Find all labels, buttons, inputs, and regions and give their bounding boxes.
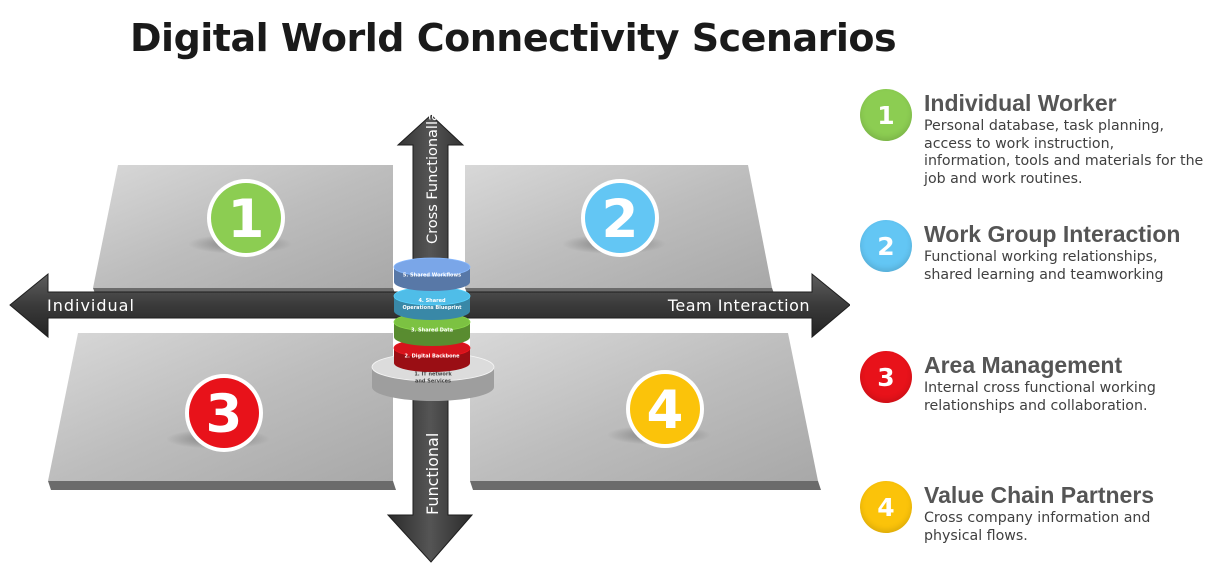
- stack-layer-label: 5. Shared Workflows: [403, 273, 461, 279]
- stack-layer-label: 3. Shared Data: [411, 328, 453, 334]
- axis-label-individual: Individual: [47, 296, 135, 315]
- axis-label-functional: Functional: [423, 433, 442, 515]
- legend-description: Internal cross functional working relati…: [924, 380, 1156, 414]
- legend-description: Cross company information and physical f…: [924, 510, 1151, 544]
- legend-number-badge: 3: [860, 351, 912, 403]
- legend-title: Individual Worker: [924, 90, 1117, 116]
- quadrant-1-number: 1: [228, 189, 265, 250]
- quadrant-2-number: 2: [602, 189, 639, 250]
- quadrant-1-circle: 1: [188, 179, 292, 257]
- legend-number-badge: 1: [860, 89, 912, 141]
- legend-description: Functional working relationships, shared…: [924, 249, 1164, 283]
- connectivity-diagram: Individual Team Interaction Cross Functi…: [9, 108, 850, 563]
- quadrant-4-circle: 4: [607, 370, 711, 448]
- stack-layer-5: 5. Shared Workflows: [393, 257, 471, 291]
- legend-description: Personal database, task planning, access…: [924, 118, 1204, 187]
- legend-number-badge: 4: [860, 481, 912, 533]
- axis-label-cross-functional: Cross Functionallal: [425, 108, 441, 244]
- quadrant-4-number: 4: [647, 380, 684, 441]
- legend-title: Value Chain Partners: [924, 482, 1155, 508]
- quadrant-circles: 1 2 3 4: [166, 179, 711, 452]
- legend-title: Work Group Interaction: [924, 221, 1181, 247]
- quadrant-3-number: 3: [206, 384, 243, 445]
- stack-layer-label: 2. Digital Backbone: [405, 354, 461, 360]
- axis-label-team-interaction: Team Interaction: [667, 296, 810, 315]
- legend-title: Area Management: [924, 352, 1123, 378]
- quadrant-3-circle: 3: [166, 374, 270, 452]
- page-title: Digital World Connectivity Scenarios: [130, 16, 897, 60]
- legend-number-badge: 2: [860, 220, 912, 272]
- quadrant-2-circle: 2: [562, 179, 666, 257]
